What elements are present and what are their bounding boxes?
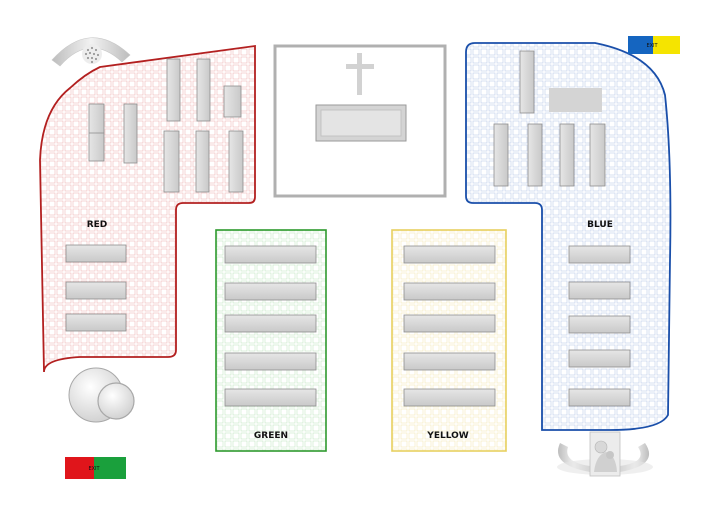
pew bbox=[527, 123, 543, 187]
pew bbox=[224, 352, 317, 371]
exit-sign-top-right: EXIT bbox=[628, 36, 680, 54]
zone-red: RED bbox=[39, 44, 256, 373]
pew bbox=[403, 314, 496, 333]
zone-red-label: RED bbox=[87, 220, 108, 230]
pew bbox=[123, 103, 138, 164]
pew bbox=[166, 58, 181, 122]
exit-color-a bbox=[65, 457, 94, 479]
zone-blue-label: BLUE bbox=[587, 220, 613, 230]
pew bbox=[88, 103, 105, 162]
exit-sign-bottom-left: EXIT bbox=[65, 457, 126, 479]
pew bbox=[65, 244, 127, 263]
zone-green-outline bbox=[215, 229, 327, 452]
exit-label: EXIT bbox=[646, 43, 658, 49]
pew bbox=[224, 245, 317, 264]
pew bbox=[559, 123, 575, 187]
zone-green-label: GREEN bbox=[254, 431, 288, 441]
pew bbox=[163, 130, 180, 193]
altar-area bbox=[273, 44, 447, 198]
pew bbox=[493, 123, 509, 187]
pew bbox=[223, 85, 242, 118]
pew bbox=[568, 349, 631, 368]
zone-yellow-outline bbox=[391, 229, 507, 452]
pew bbox=[403, 352, 496, 371]
pew bbox=[589, 123, 606, 187]
zone-blue-pews bbox=[493, 50, 631, 407]
religious-icon-painting bbox=[557, 431, 653, 477]
baptismal-font-icon bbox=[68, 367, 135, 423]
pew bbox=[224, 314, 317, 333]
pew bbox=[403, 282, 496, 301]
pew bbox=[568, 245, 631, 264]
exit-color-b bbox=[653, 36, 680, 54]
zone-red-pews bbox=[65, 58, 244, 332]
pew bbox=[65, 313, 127, 332]
zone-yellow-pews bbox=[403, 245, 496, 407]
altar-icon bbox=[315, 104, 407, 142]
exit-color-b bbox=[94, 457, 126, 479]
cross-icon bbox=[346, 53, 374, 95]
pew bbox=[568, 281, 631, 300]
pew bbox=[549, 88, 602, 112]
zone-yellow-label: YELLOW bbox=[426, 431, 468, 441]
pew bbox=[568, 388, 631, 407]
pew bbox=[568, 315, 631, 334]
pew bbox=[224, 388, 317, 407]
pew bbox=[403, 245, 496, 264]
zone-green-pews bbox=[224, 245, 317, 407]
pew bbox=[224, 282, 317, 301]
pew bbox=[228, 130, 244, 193]
exit-label: EXIT bbox=[88, 466, 100, 472]
zone-yellow: YELLOW bbox=[391, 229, 507, 452]
pew bbox=[195, 130, 210, 193]
pew bbox=[65, 281, 127, 300]
pew bbox=[403, 388, 496, 407]
pew bbox=[196, 58, 211, 122]
exit-color-a bbox=[628, 36, 653, 54]
flower-arrangement-icon bbox=[51, 37, 131, 67]
zone-green: GREEN bbox=[215, 229, 327, 452]
pew bbox=[519, 50, 535, 114]
zone-blue: BLUE bbox=[465, 42, 672, 431]
